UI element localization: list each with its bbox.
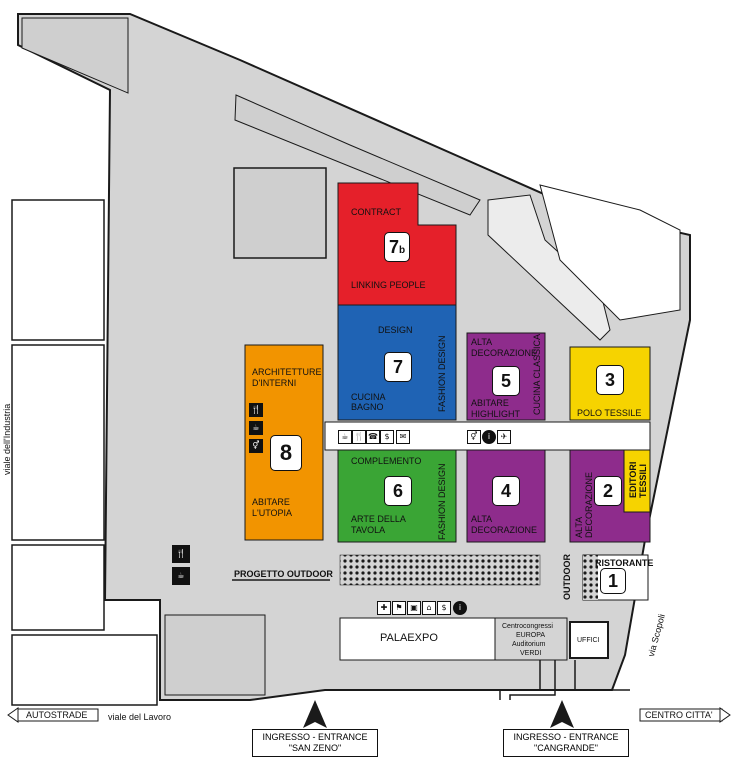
right-block xyxy=(487,194,611,341)
coffee-icon: ☕ xyxy=(249,421,263,435)
hall-1-hatch xyxy=(583,555,598,600)
hall-7b-number-sub: b xyxy=(398,245,406,256)
hall-8-bottom-label-1: ABITARE xyxy=(252,497,290,507)
hall-6-bottom-label-2: TAVOLA xyxy=(351,525,386,535)
hall-6-side-label: FASHION DESIGN xyxy=(437,463,447,540)
centro-label-4: VERDI xyxy=(520,650,542,657)
atm-icon: $ xyxy=(380,430,394,444)
hall-1-top-label: RISTORANTE xyxy=(595,558,654,568)
phone-icon: ☎ xyxy=(366,430,380,444)
mail-icon: ✉ xyxy=(396,430,410,444)
police-icon: ⚑ xyxy=(392,601,406,615)
entrance-san-zeno-line-1: INGRESSO - ENTRANCE xyxy=(262,732,368,742)
centro-citta-label: CENTRO CITTA' xyxy=(645,710,713,720)
far-right-block xyxy=(539,184,681,321)
toilets-icon: ⚥ xyxy=(249,439,263,453)
left-building-3 xyxy=(11,544,105,631)
left-building-1 xyxy=(11,199,105,341)
hall-2-number: 2 xyxy=(594,476,622,506)
palaexpo-building[interactable] xyxy=(339,617,496,661)
coffee-icon: ☕ xyxy=(172,567,190,585)
entrance-cangrande[interactable]: INGRESSO - ENTRANCE "CANGRANDE" xyxy=(503,729,629,757)
viale-lavoro-label: viale del Lavoro xyxy=(108,712,172,722)
hall-7b-bottom-label: LINKING PEOPLE xyxy=(351,280,426,290)
hall-5-bottom-label-1: ABITARE xyxy=(471,398,509,408)
entrance-cangrande-line-1: INGRESSO - ENTRANCE xyxy=(513,732,619,742)
left-building-4 xyxy=(11,634,158,706)
editori-label-2: TESSILI xyxy=(638,463,648,498)
atm-icon: $ xyxy=(437,601,451,615)
hall-5-side-label: CUCINA CLASSICA xyxy=(532,333,542,415)
bottom-left-building xyxy=(164,614,266,696)
hall-2-side-label-1: ALTA xyxy=(574,516,584,538)
hall-3-number: 3 xyxy=(596,365,624,395)
luggage-icon: ▣ xyxy=(407,601,421,615)
hall-7-top-label: DESIGN xyxy=(378,325,413,335)
hall-7b-top-label: CONTRACT xyxy=(351,207,401,217)
editori-tessili-area[interactable] xyxy=(623,449,651,513)
hall-5-bottom-label-2: HIGHLIGHT xyxy=(471,409,521,419)
progetto-outdoor-area[interactable] xyxy=(339,554,541,586)
hall-1-side-label: OUTDOOR xyxy=(562,554,572,600)
top-left-block xyxy=(21,17,129,94)
restaurant-icon: 🍴 xyxy=(352,430,366,444)
hall-5-top-label-1: ALTA xyxy=(471,337,493,347)
centro-citta-arrow xyxy=(719,707,731,723)
entrance-cangrande-line-2: "CANGRANDE" xyxy=(534,743,598,753)
centrocongressi-building[interactable] xyxy=(494,617,568,661)
hall-3-bottom-label: POLO TESSILE xyxy=(577,408,642,418)
hall-4-bottom-label-1: ALTA xyxy=(471,514,493,524)
hall-1-number: 1 xyxy=(600,568,626,594)
entrance-san-zeno[interactable]: INGRESSO - ENTRANCE "SAN ZENO" xyxy=(252,729,378,757)
hall-6-bottom-label-1: ARTE DELLA xyxy=(351,514,406,524)
entrance-san-zeno-line-2: "SAN ZENO" xyxy=(288,743,342,753)
restaurant-icon: 🍴 xyxy=(172,545,190,563)
uffici-label: UFFICI xyxy=(577,637,600,644)
hall-7-side-label: FASHION DESIGN xyxy=(437,335,447,412)
autostrade-label: AUTOSTRADE xyxy=(26,710,88,720)
hall-4-bottom-label-2: DECORAZIONE xyxy=(471,525,538,535)
centro-label-2: EUROPA xyxy=(516,632,546,639)
hall-7-bottom-label-1: CUCINA xyxy=(351,392,386,402)
centro-label-3: Auditorium xyxy=(512,641,546,648)
editori-label-1: EDITORI xyxy=(628,461,638,498)
cangrande-arrow xyxy=(550,700,574,728)
hall-8-bottom-label-2: L'UTOPIA xyxy=(252,508,293,518)
centro-label-1: Centrocongressi xyxy=(502,623,553,630)
hall-4-number: 4 xyxy=(492,476,520,506)
autostrade-arrow xyxy=(7,707,19,723)
hall-2-side-label-2: DECORAZIONE xyxy=(584,471,594,538)
upper-building xyxy=(234,94,481,216)
cloakroom-icon: ⌂ xyxy=(422,601,436,615)
hall-6-top-label: COMPLEMENTO xyxy=(351,456,422,466)
hall-8-top-label-1: ARCHITETTURE xyxy=(252,367,322,377)
hall-7b-number: 7b xyxy=(384,232,410,262)
progetto-outdoor-label: PROGETTO OUTDOOR xyxy=(234,569,333,579)
hall-6-number: 6 xyxy=(384,476,412,506)
left-building-2 xyxy=(11,344,105,541)
airport-icon: ✈ xyxy=(497,430,511,444)
palaexpo-label: PALAEXPO xyxy=(380,632,438,644)
hall-5-number: 5 xyxy=(492,366,520,396)
hall-5-top-label-2: DECORAZIONE xyxy=(471,348,538,358)
coffee-icon: ☕ xyxy=(338,430,352,444)
hall-7b-number-main: 7 xyxy=(388,237,399,257)
hall-8-number: 8 xyxy=(270,435,302,471)
first-aid-icon: ✚ xyxy=(377,601,391,615)
restaurant-icon: 🍴 xyxy=(249,403,263,417)
hall-7-bottom-label-2: BAGNO xyxy=(351,402,384,412)
viale-industria-label: viale dell'Industria xyxy=(2,403,12,475)
parking-block xyxy=(233,167,327,259)
hall-8-top-label-2: D'INTERNI xyxy=(252,378,297,388)
uffici-building[interactable] xyxy=(569,621,609,659)
hall-7-number: 7 xyxy=(384,352,412,382)
san-zeno-arrow xyxy=(303,700,327,728)
info-icon: i xyxy=(482,430,496,444)
info-icon: i xyxy=(453,601,467,615)
toilets-icon: ⚥ xyxy=(467,430,481,444)
